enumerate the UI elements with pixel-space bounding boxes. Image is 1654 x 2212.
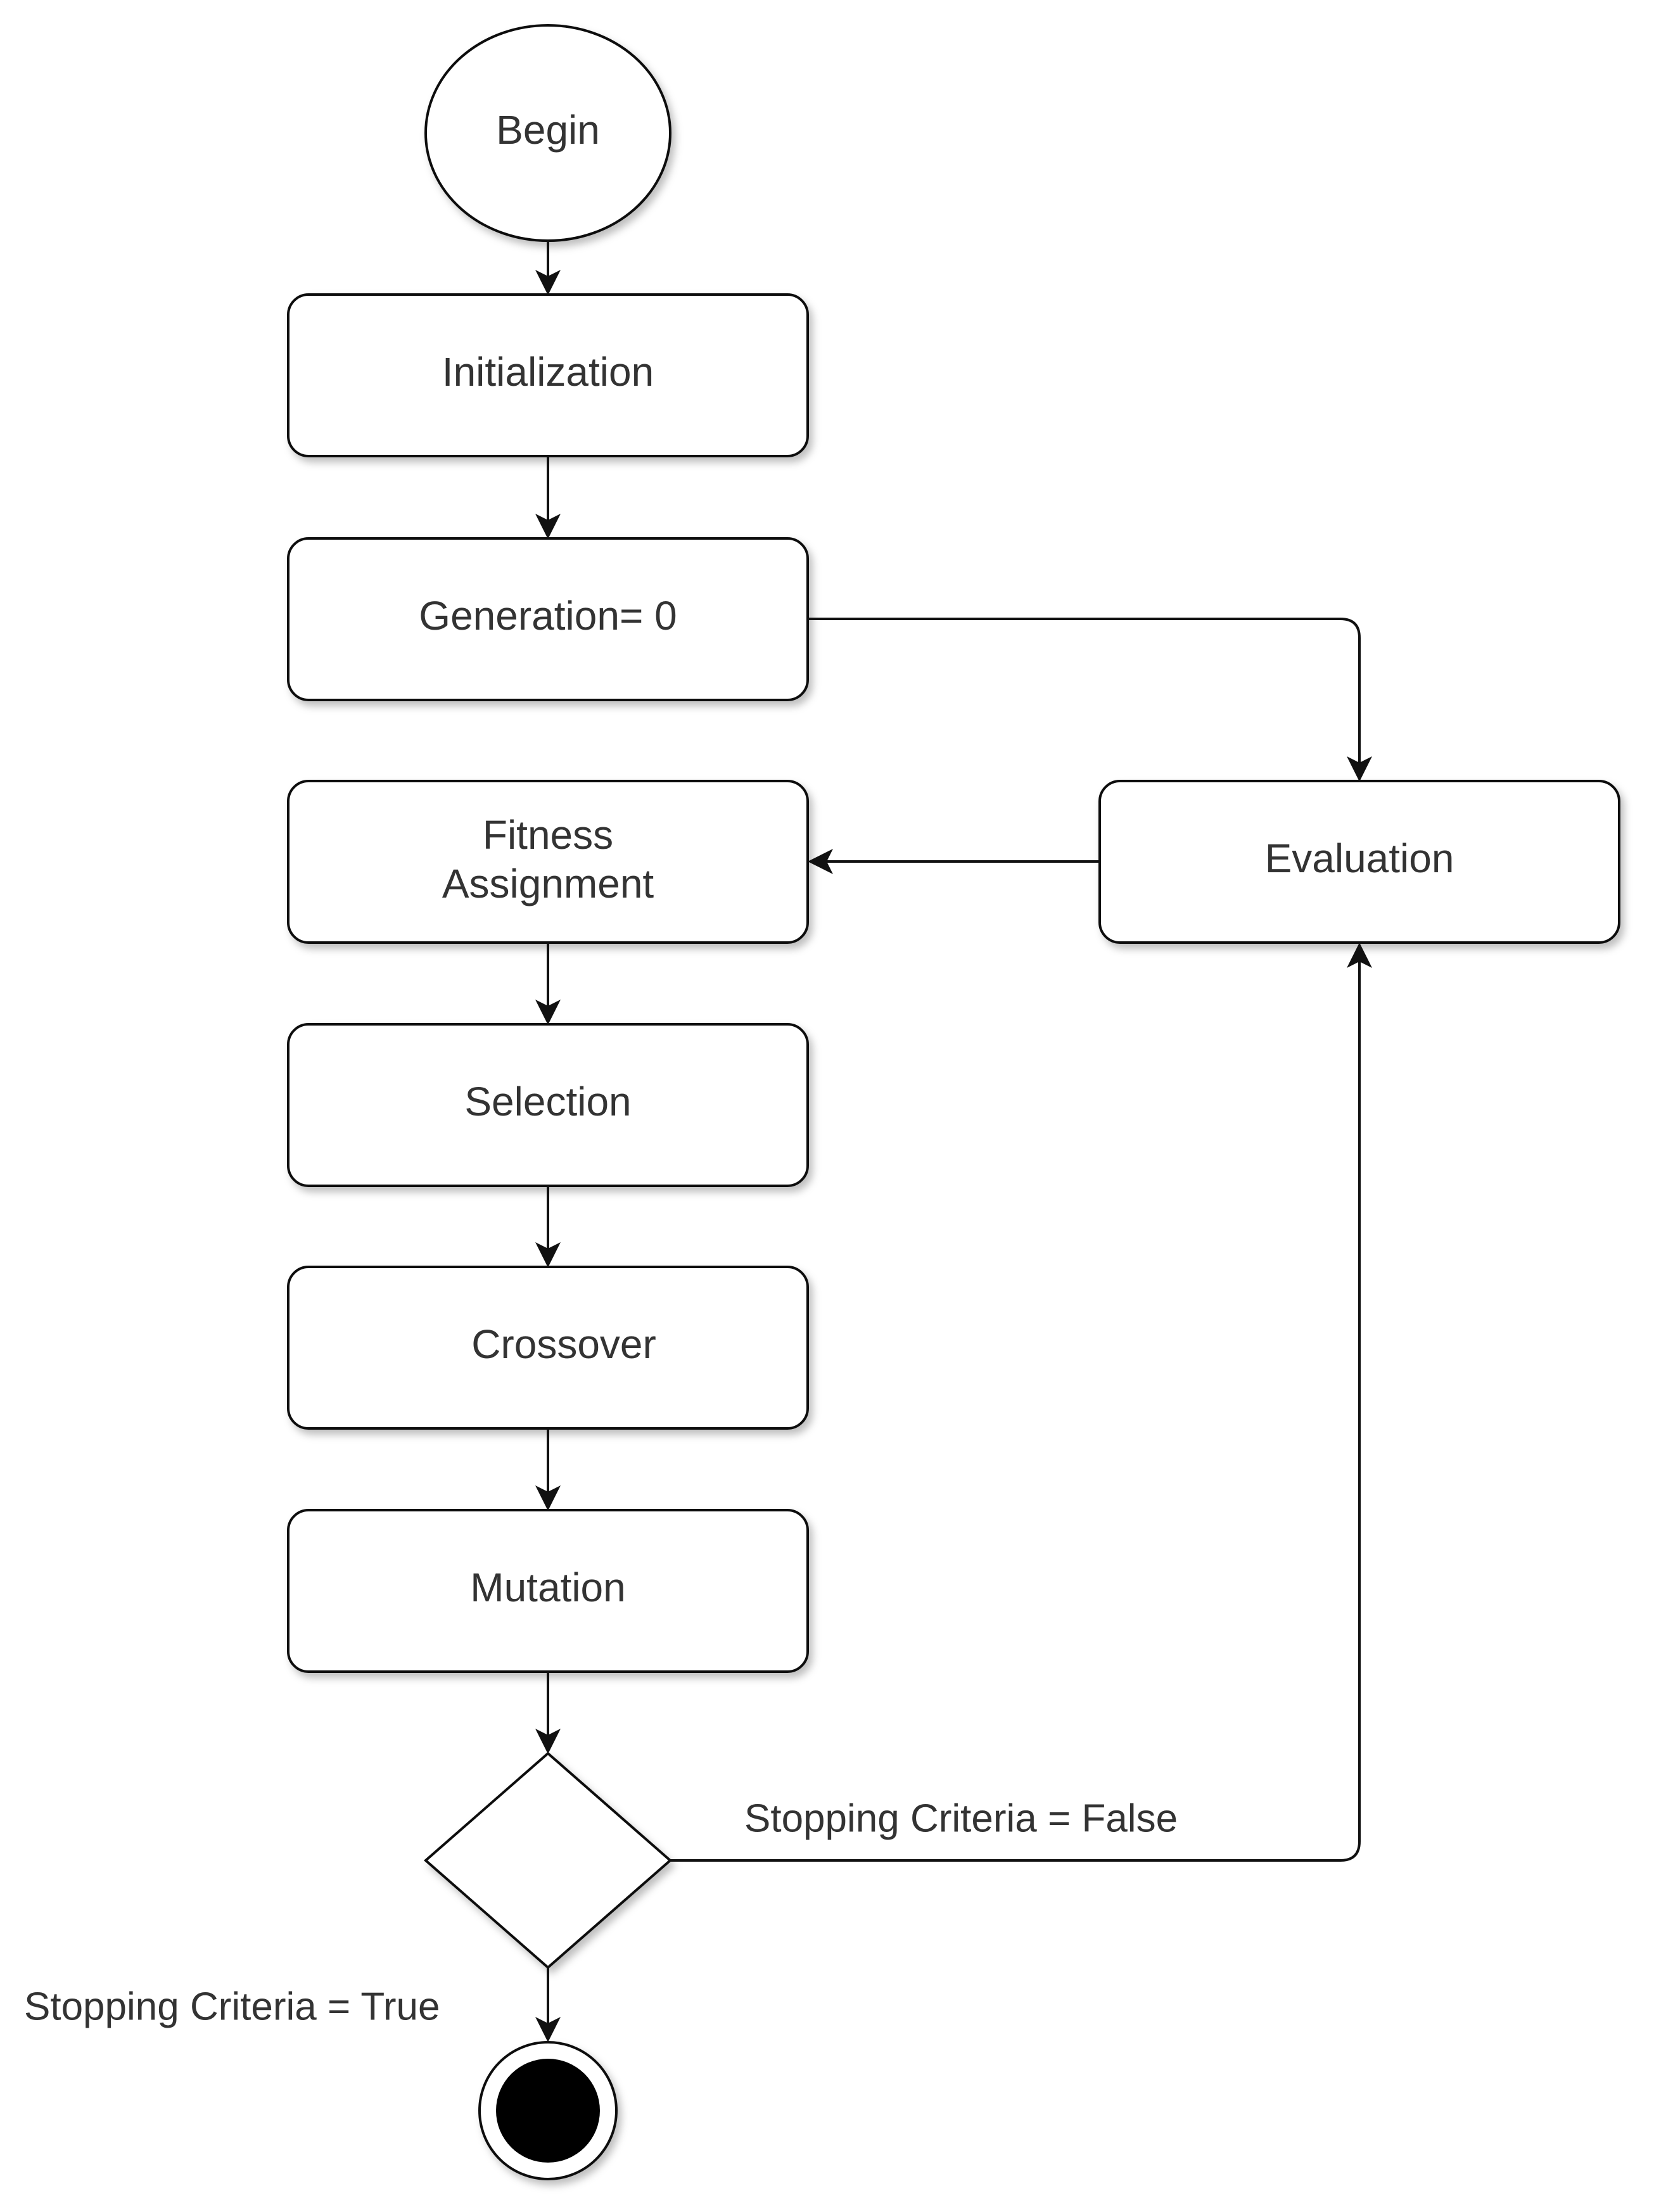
fitness-assignment-label-line1: Fitness xyxy=(483,812,613,858)
mutation-label: Mutation xyxy=(470,1565,625,1610)
initialization-label: Initialization xyxy=(442,349,654,395)
generation-label: Generation= 0 xyxy=(419,593,677,639)
selection-label: Selection xyxy=(464,1079,631,1124)
edge-decision-to-evaluation xyxy=(670,943,1372,1862)
begin-label: Begin xyxy=(496,107,600,153)
evaluation-label: Evaluation xyxy=(1265,836,1454,881)
end-node-inner xyxy=(496,2059,600,2163)
decision-diamond xyxy=(423,1751,673,1969)
crossover-label: Crossover xyxy=(471,1321,656,1367)
edge-label-stop-true: Stopping Criteria = True xyxy=(24,1985,440,2028)
fitness-assignment-label-line2: Assignment xyxy=(442,861,654,906)
edge-label-stop-false: Stopping Criteria = False xyxy=(744,1796,1178,1840)
edge-generation-to-evaluation xyxy=(808,618,1372,782)
